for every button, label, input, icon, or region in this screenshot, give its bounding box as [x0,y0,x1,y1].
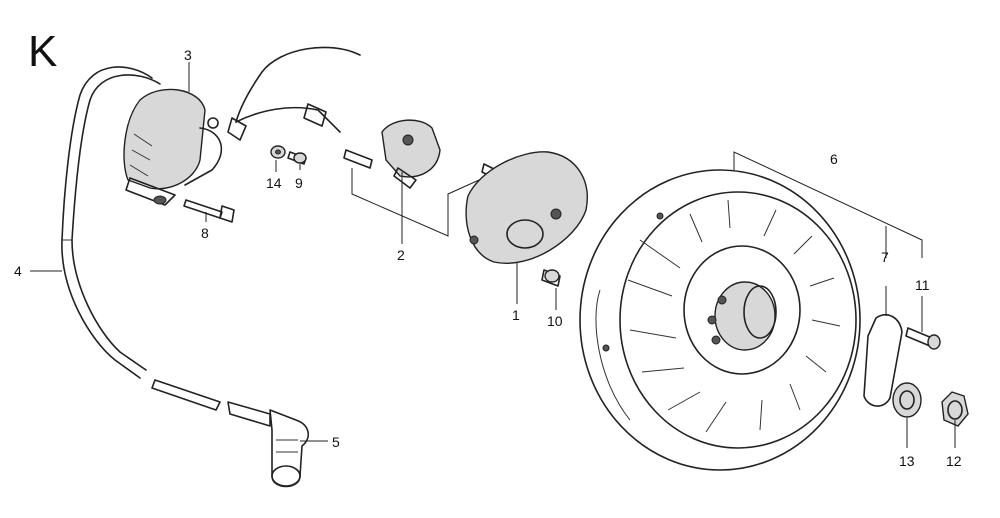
flywheel-plate [863,314,903,407]
bolt-11 [905,327,941,350]
screw-10 [541,269,561,287]
ignition-module [343,119,441,189]
callout-9: 9 [295,175,303,191]
callout-5: 5 [332,434,340,450]
callout-1: 1 [512,307,520,323]
ignition-coil [123,88,223,206]
washer-13 [892,382,922,418]
spark-plug-cap [227,401,309,488]
callout-7: 7 [881,249,889,265]
section-letter: K [28,27,57,76]
callout-2: 2 [397,247,405,263]
callout-8: 8 [201,225,209,241]
callout-11: 11 [915,277,930,293]
kill-switch-wire [227,46,361,141]
callout-13: 13 [899,453,915,469]
nut-12 [941,391,969,427]
leader-lines [30,62,956,448]
coil-bolt [183,199,235,223]
high-tension-cable [61,66,221,411]
screw-9 [287,151,307,165]
bracket-part-6 [733,151,923,258]
callout-4: 4 [14,263,22,279]
callout-6: 6 [830,151,838,167]
flywheel [579,169,861,471]
callout-14: 14 [266,175,282,191]
callout-12: 12 [946,453,962,469]
point-cover [465,151,588,264]
callout-3: 3 [184,47,192,63]
bracket-part-2 [351,168,489,237]
washer-14 [270,145,286,159]
callout-10: 10 [547,313,563,329]
